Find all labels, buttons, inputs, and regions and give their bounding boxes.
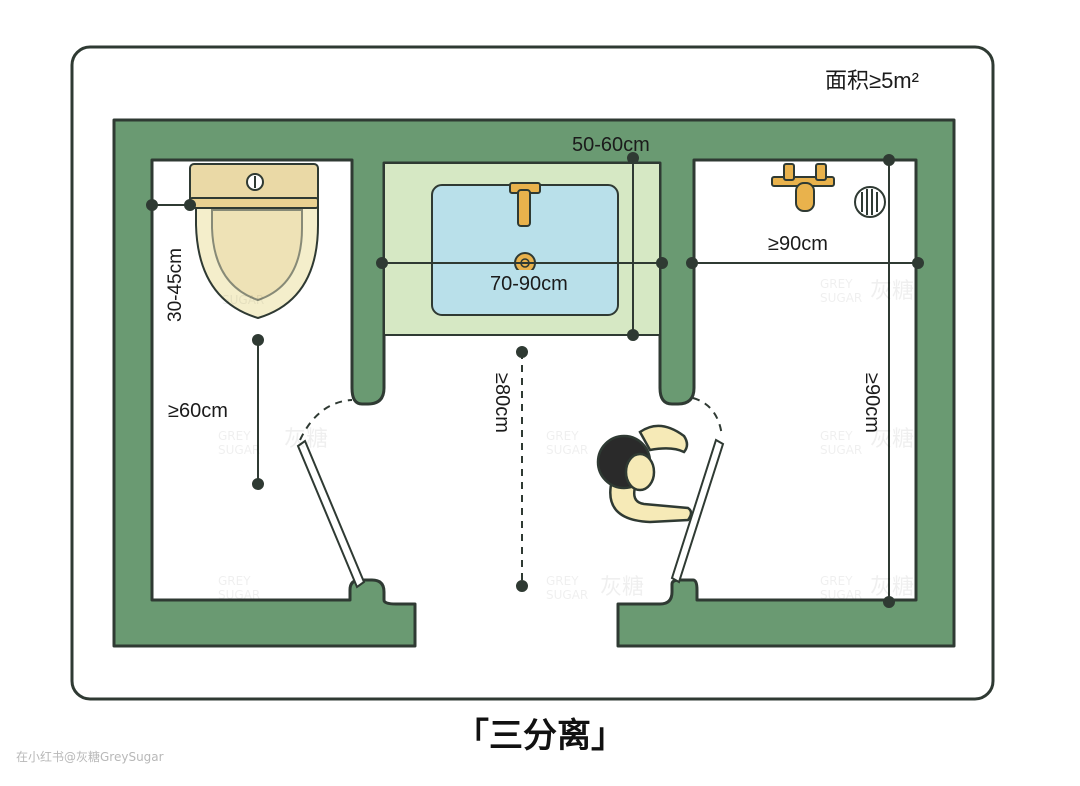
svg-text:灰糖: 灰糖 <box>600 575 644 600</box>
svg-text:SUGAR: SUGAR <box>218 443 260 457</box>
svg-text:GREY: GREY <box>218 429 251 443</box>
svg-text:SUGAR: SUGAR <box>820 291 862 305</box>
svg-text:灰糖: 灰糖 <box>870 575 914 600</box>
svg-text:GREY: GREY <box>546 429 579 443</box>
dimension-lines <box>146 152 924 608</box>
svg-text:灰糖: 灰糖 <box>284 427 328 452</box>
svg-text:灰糖: 灰糖 <box>870 279 914 304</box>
watermark: SUGAR GREY SUGAR 灰糖 GREY SUGAR 灰糖 GREY S… <box>218 277 914 602</box>
svg-text:SUGAR: SUGAR <box>546 443 588 457</box>
svg-text:GREY: GREY <box>820 429 853 443</box>
aisle-length-label: ≥80cm <box>491 373 513 433</box>
basin-width-label: 70-90cm <box>490 273 568 295</box>
floor-drain-icon <box>854 186 886 218</box>
credit-watermark: 在小红书@灰糖GreySugar <box>16 750 164 764</box>
person-icon <box>596 424 693 524</box>
area-label: 面积≥5m² <box>825 68 919 93</box>
svg-text:灰糖: 灰糖 <box>870 427 914 452</box>
basin-depth-label: 50-60cm <box>572 134 650 156</box>
toilet-front-clearance-label: ≥60cm <box>168 400 228 422</box>
left-door-panel <box>296 439 366 589</box>
svg-text:SUGAR: SUGAR <box>222 293 264 307</box>
svg-text:GREY: GREY <box>820 574 853 588</box>
toilet-icon <box>189 163 319 320</box>
doors <box>296 397 725 589</box>
svg-text:SUGAR: SUGAR <box>546 588 588 602</box>
shower-width-label: ≥90cm <box>768 233 828 255</box>
shower-length-label: ≥90cm <box>861 373 883 433</box>
shower-mixer-icon <box>771 163 835 212</box>
svg-text:GREY: GREY <box>820 277 853 291</box>
diagram-caption: 「三分离」 <box>455 716 625 756</box>
svg-text:SUGAR: SUGAR <box>218 588 260 602</box>
toilet-side-clearance-label: 30-45cm <box>165 248 186 322</box>
svg-text:GREY: GREY <box>218 574 251 588</box>
right-door-swing <box>692 397 723 437</box>
svg-text:GREY: GREY <box>546 574 579 588</box>
svg-text:SUGAR: SUGAR <box>820 588 862 602</box>
right-door-panel <box>670 438 725 584</box>
basin-faucet-icon <box>509 182 541 227</box>
svg-text:SUGAR: SUGAR <box>820 443 862 457</box>
